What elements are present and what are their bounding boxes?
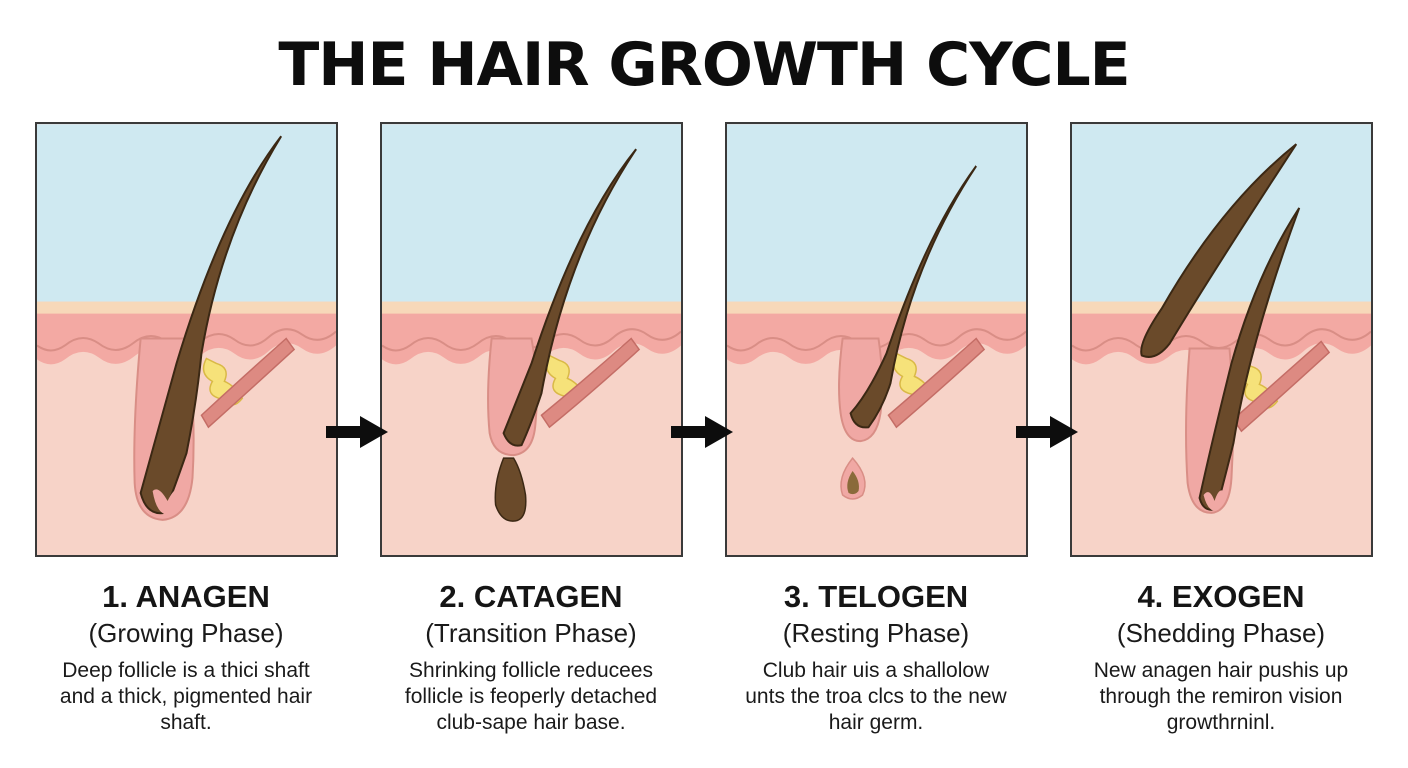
desc-line: through the remiron vision bbox=[1099, 685, 1343, 708]
telogen-caption: 3. TELOGEN (Resting Phase) Club hair uis… bbox=[706, 578, 1046, 736]
desc-line: club-sape hair base. bbox=[436, 711, 626, 734]
desc-line: follicle is feoperly detached bbox=[404, 685, 658, 708]
desc-line: unts the troa clcs to the new bbox=[745, 685, 1007, 708]
phase-name: 4. EXOGEN bbox=[1137, 579, 1305, 614]
desc-line: growthrninl. bbox=[1166, 711, 1276, 734]
phase-subtitle: (Shedding Phase) bbox=[1116, 618, 1326, 648]
page-title: THE HAIR GROWTH CYCLE bbox=[278, 30, 1130, 100]
desc-line: Deep follicle is a thici shaft bbox=[62, 659, 310, 682]
phase-name: 2. CATAGEN bbox=[439, 579, 623, 614]
desc-line: shaft. bbox=[160, 711, 212, 734]
desc-line: New anagen hair pushis up bbox=[1093, 659, 1349, 682]
phase-description: Shrinking follicle reducees follicle is … bbox=[361, 658, 701, 736]
right-arrow-icon bbox=[669, 414, 735, 450]
phase-description: Deep follicle is a thici shaft and a thi… bbox=[16, 658, 356, 736]
telogen-illustration bbox=[725, 122, 1028, 557]
desc-line: and a thick, pigmented hair bbox=[59, 685, 313, 708]
anagen-caption: 1. ANAGEN (Growing Phase) Deep follicle … bbox=[16, 578, 356, 736]
catagen-illustration bbox=[380, 122, 683, 557]
phase-description: New anagen hair pushis up through the re… bbox=[1051, 658, 1391, 736]
phase-subtitle: (Resting Phase) bbox=[782, 618, 970, 648]
exogen-caption: 4. EXOGEN (Shedding Phase) New anagen ha… bbox=[1051, 578, 1391, 736]
phase-subtitle: (Transition Phase) bbox=[425, 618, 637, 648]
right-arrow-icon bbox=[324, 414, 390, 450]
desc-line: Shrinking follicle reducees bbox=[409, 659, 653, 682]
right-arrow-icon bbox=[1014, 414, 1080, 450]
exogen-illustration bbox=[1070, 122, 1373, 557]
phase-subtitle: (Growing Phase) bbox=[88, 618, 284, 648]
phase-name: 3. TELOGEN bbox=[783, 579, 969, 614]
catagen-caption: 2. CATAGEN (Transition Phase) Shrinking … bbox=[361, 578, 701, 736]
desc-line: hair germ. bbox=[828, 711, 924, 734]
anagen-illustration bbox=[35, 122, 338, 557]
phase-description: Club hair uis a shallolow unts the troa … bbox=[706, 658, 1046, 736]
desc-line: Club hair uis a shallolow bbox=[762, 659, 990, 682]
phase-name: 1. ANAGEN bbox=[102, 579, 270, 614]
